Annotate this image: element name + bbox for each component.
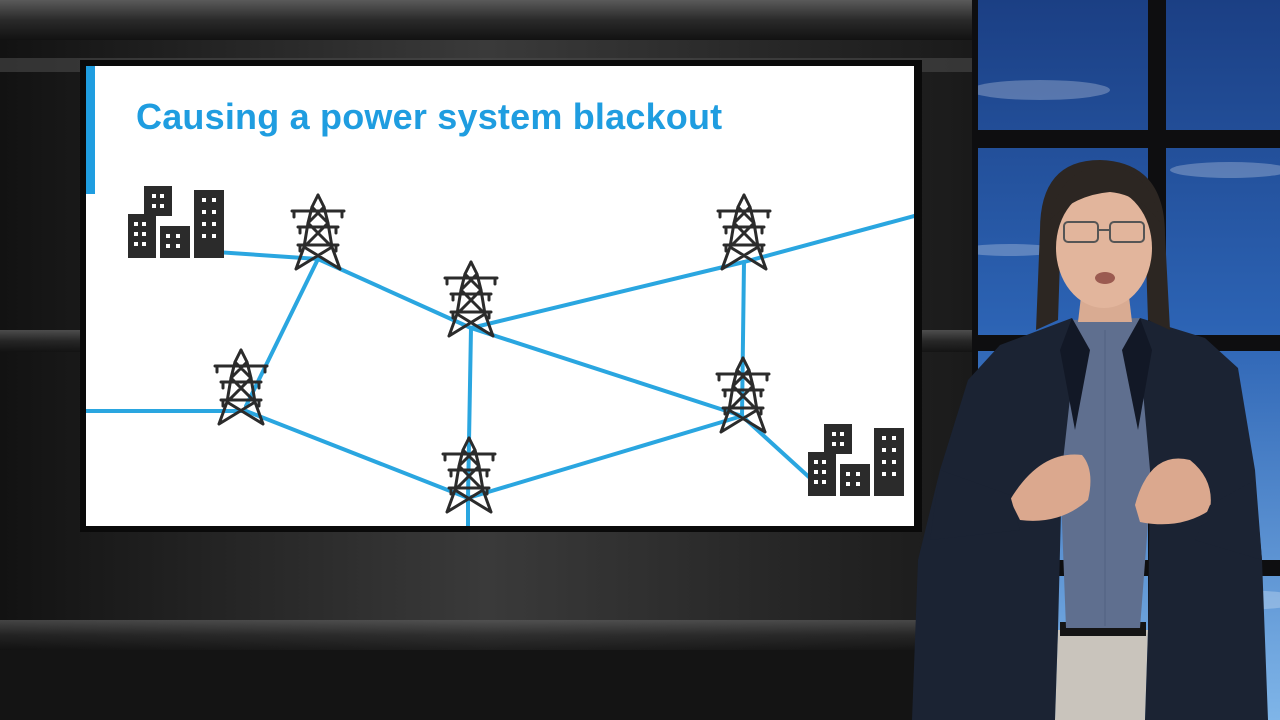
presentation-slide: Causing a power system blackout xyxy=(86,66,914,526)
power-line xyxy=(469,260,746,330)
power-line xyxy=(466,414,744,500)
power-line xyxy=(742,214,914,264)
power-line xyxy=(244,409,470,500)
power-lines xyxy=(86,214,914,526)
power-line xyxy=(316,257,473,330)
power-line xyxy=(469,326,744,418)
power-grid-diagram xyxy=(86,186,914,526)
slide-accent-bar xyxy=(86,66,95,194)
slide-title: Causing a power system blackout xyxy=(136,96,723,137)
